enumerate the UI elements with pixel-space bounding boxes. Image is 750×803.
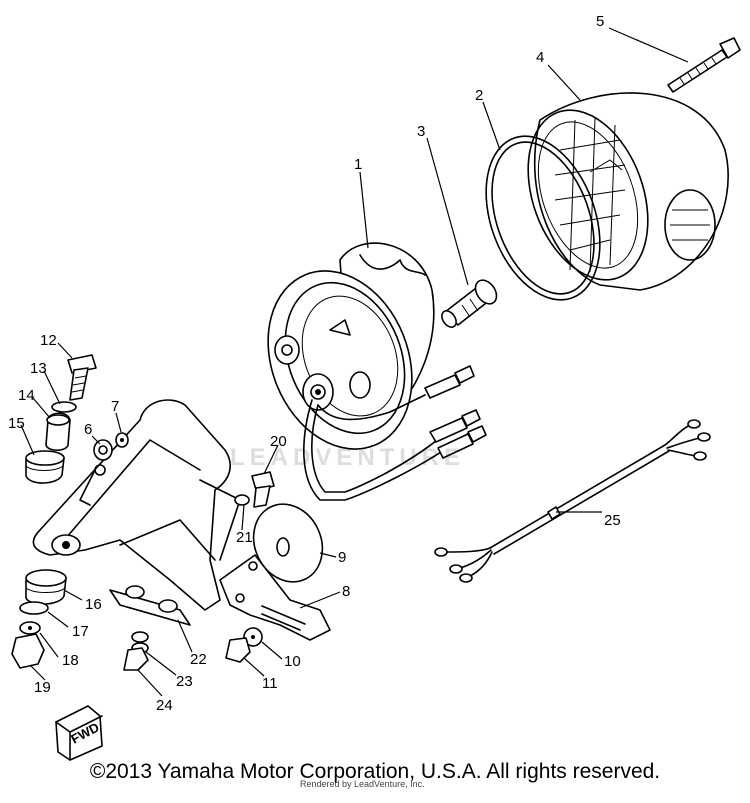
part-number-16: 16 [85, 596, 102, 613]
part-number-24: 24 [156, 697, 173, 714]
part-number-20: 20 [270, 433, 287, 450]
bolt-20 [234, 471, 275, 508]
part-number-17: 17 [72, 623, 89, 640]
license-bracket [109, 554, 331, 641]
gasket-ring [485, 135, 601, 301]
screw [667, 37, 741, 93]
rubber-pad [252, 503, 324, 583]
part-number-13: 13 [30, 360, 47, 377]
wire-harness [434, 419, 711, 583]
copyright-notice: ©2013 Yamaha Motor Corporation, U.S.A. A… [89, 760, 661, 783]
part-number-labels: 1 2 3 4 5 6 7 8 9 10 11 12 13 14 15 16 1… [8, 13, 621, 714]
part-number-18: 18 [62, 652, 79, 669]
part-number-21: 21 [236, 529, 253, 546]
part-number-14: 14 [18, 387, 35, 404]
taillight-wires [303, 365, 487, 501]
mounting-bracket [32, 399, 241, 611]
part-number-4: 4 [536, 49, 544, 66]
taillight-base [267, 242, 435, 450]
part-number-19: 19 [34, 679, 51, 696]
bulb [441, 279, 498, 328]
part-number-2: 2 [475, 87, 483, 104]
nut-washer-upper [93, 432, 129, 461]
part-number-22: 22 [190, 651, 207, 668]
part-number-7: 7 [111, 398, 119, 415]
taillight-housing [527, 92, 729, 291]
part-number-8: 8 [342, 583, 350, 600]
part-number-23: 23 [176, 673, 193, 690]
rubber-stack-lower [11, 569, 67, 669]
callout-lines [20, 27, 689, 697]
bolt-stack-upper [25, 354, 97, 484]
part-number-1: 1 [354, 156, 362, 173]
rendered-by-note: Rendered by LeadVenture, Inc. [300, 779, 425, 789]
small-hardware [123, 627, 263, 671]
part-number-10: 10 [284, 653, 301, 670]
part-number-25: 25 [604, 512, 621, 529]
watermark: LEADVENTURE [230, 444, 466, 471]
part-number-12: 12 [40, 332, 57, 349]
part-number-9: 9 [338, 549, 346, 566]
part-number-15: 15 [8, 415, 25, 432]
part-number-3: 3 [417, 123, 425, 140]
part-number-11: 11 [262, 675, 278, 692]
part-number-5: 5 [596, 13, 604, 30]
fwd-indicator: FWD [55, 705, 103, 761]
part-number-6: 6 [84, 421, 92, 438]
